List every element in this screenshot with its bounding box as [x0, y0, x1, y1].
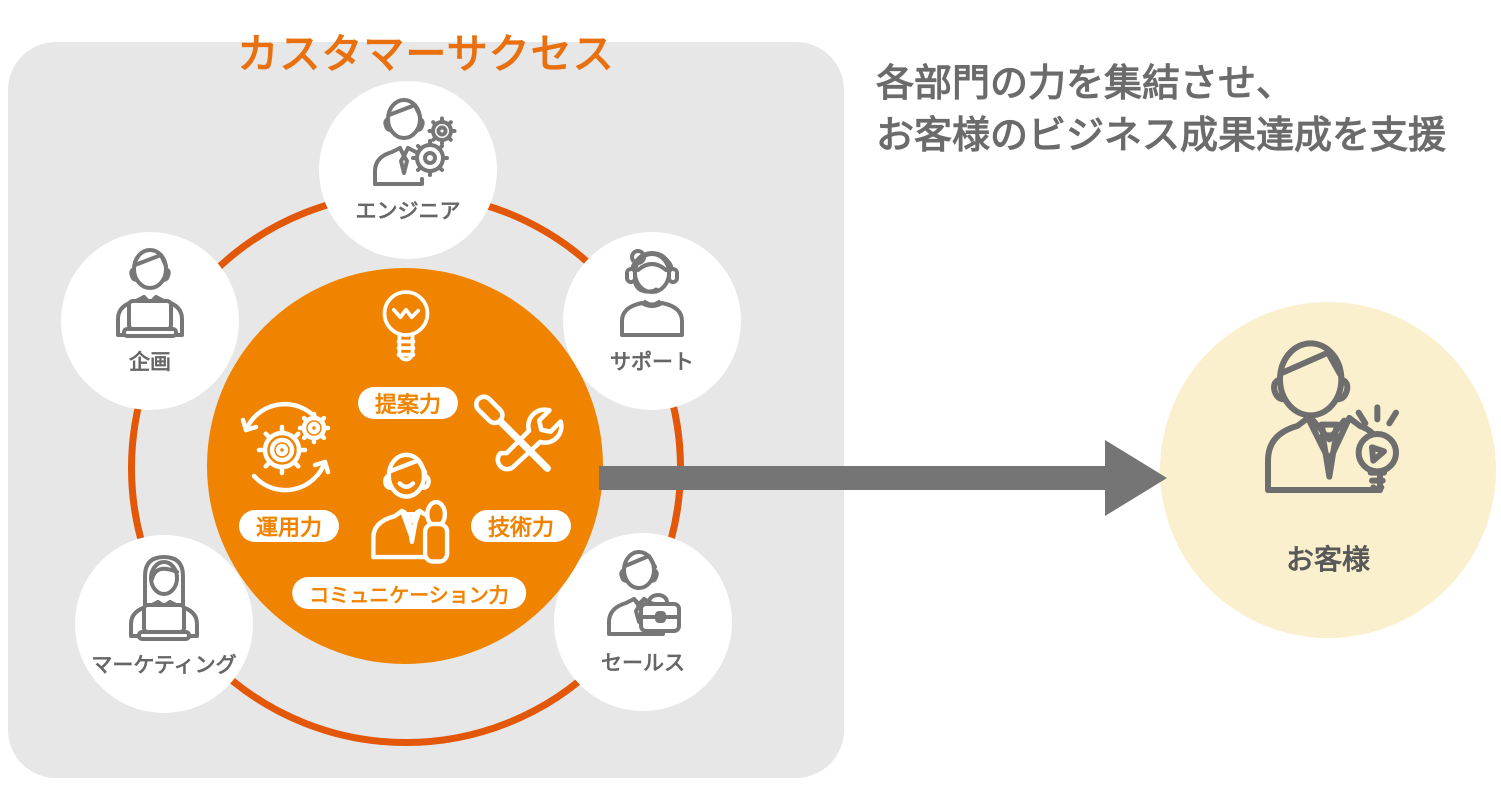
department-circle-support: サポート	[563, 232, 741, 410]
skill-label: 提案力	[374, 392, 442, 417]
support-icon	[602, 245, 702, 345]
planner-icon	[100, 245, 200, 345]
communication-person-icon	[358, 450, 468, 574]
department-circle-marketing: マーケティング	[75, 535, 253, 713]
skill-label: 運用力	[255, 515, 323, 540]
headline-line2: お客様のビジネス成果達成を支援	[876, 115, 1447, 157]
gears-cycle-icon	[230, 392, 344, 502]
skill-label: 技術力	[487, 515, 555, 540]
customer-idea-icon	[1228, 330, 1428, 530]
department-label: サポート	[610, 351, 694, 374]
headline: 各部門の力を集結させ、 お客様のビジネス成果達成を支援	[876, 58, 1446, 162]
skill-pill-proposal: 提案力	[357, 387, 459, 419]
customer-circle: お客様	[1160, 302, 1496, 638]
department-circle-engineer: エンジニア	[319, 81, 497, 259]
department-label: エンジニア	[355, 200, 461, 223]
panel-title: カスタマーサクセス	[237, 31, 615, 77]
department-circle-planning: 企画	[61, 232, 239, 410]
marketing-icon	[114, 548, 214, 648]
arrow-right-head-icon	[1105, 440, 1167, 516]
tools-icon	[470, 390, 582, 502]
skill-pill-technical: 技術力	[470, 510, 572, 542]
skill-pill-communication: コミュニケーション力	[292, 577, 526, 609]
customer-label: お客様	[1285, 544, 1370, 575]
engineer-icon	[358, 94, 458, 194]
skill-pill-operation: 運用力	[238, 510, 340, 542]
skill-label: コミュニケーション力	[309, 584, 509, 607]
sales-icon	[593, 546, 693, 646]
department-circle-sales: セールス	[554, 533, 732, 711]
department-label: マーケティング	[91, 654, 237, 677]
headline-line1: 各部門の力を集結させ、	[876, 63, 1295, 105]
lightbulb-icon	[378, 286, 434, 384]
department-label: セールス	[601, 652, 685, 675]
arrow-right-shaft	[599, 466, 1105, 490]
department-label: 企画	[129, 351, 171, 374]
